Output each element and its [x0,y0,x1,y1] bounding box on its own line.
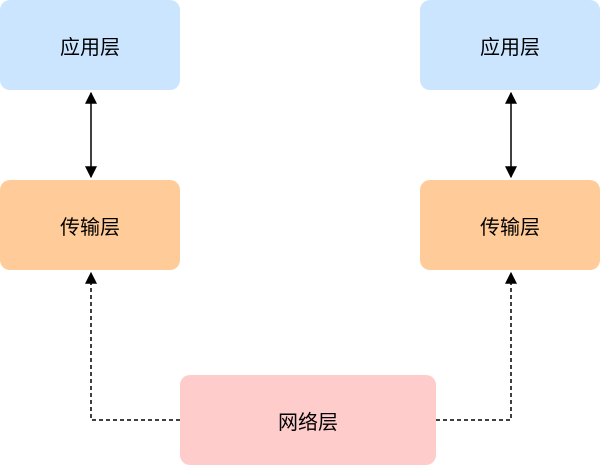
transport-layer-left: 传输层 [0,180,180,270]
network-layer-label: 网络层 [278,409,338,434]
application-layer-left: 应用层 [0,0,180,90]
network-layer: 网络层 [180,375,436,465]
application-layer-right-label: 应用层 [480,34,540,59]
transport-layer-left-label: 传输层 [60,214,120,239]
edge-network-transport-right [436,271,517,421]
transport-layer-right-label: 传输层 [480,214,540,239]
edge-network-transport-left [85,271,180,421]
transport-layer-right: 传输层 [420,180,600,270]
application-layer-left-label: 应用层 [60,34,120,59]
application-layer-right: 应用层 [420,0,600,90]
